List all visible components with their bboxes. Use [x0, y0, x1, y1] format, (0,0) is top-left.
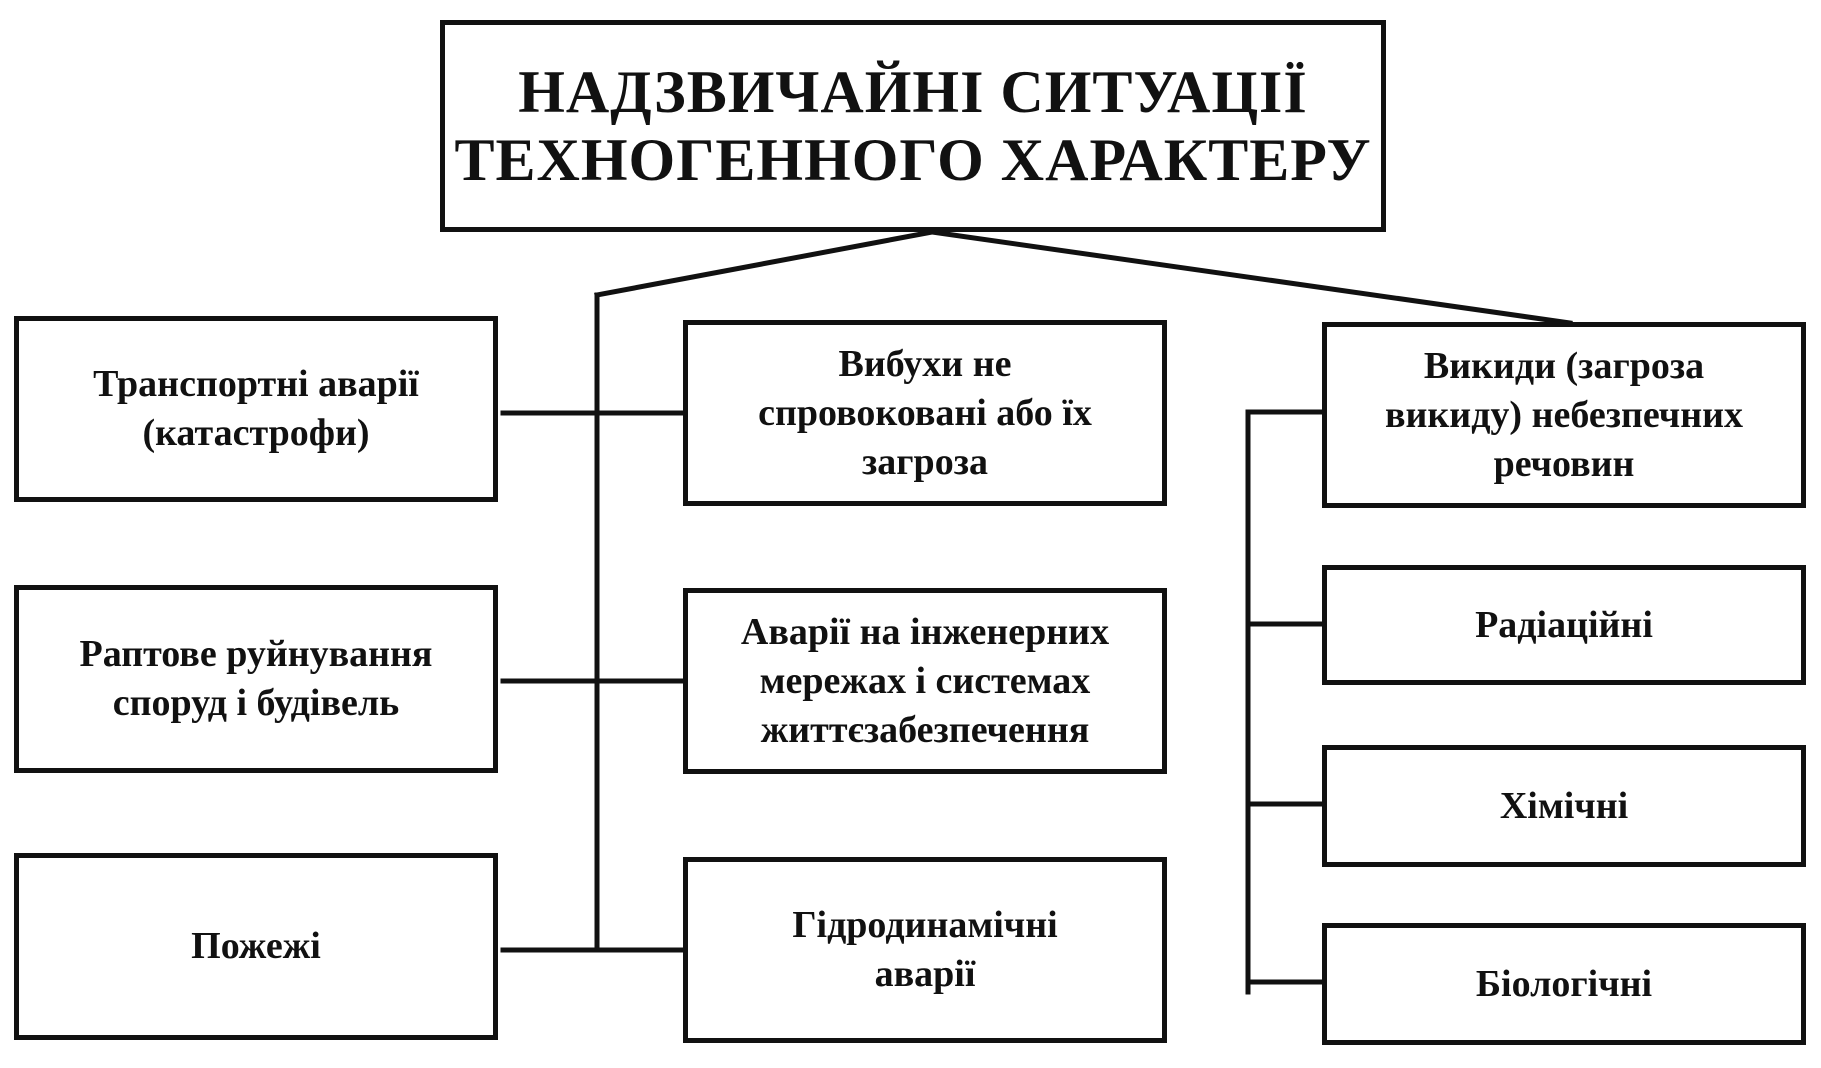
- connector-title-to-trunk: [594, 229, 935, 298]
- box-engineering-network-accidents: Аварії на інженерних мережах і системах …: [683, 588, 1167, 774]
- box-transport-accidents: Транспортні аварії (катастрофи): [14, 316, 498, 502]
- box-hydrodynamic-accidents: Гідродинамічні аварії: [683, 857, 1167, 1043]
- box-biological: Біологічні: [1322, 923, 1806, 1045]
- box-fires: Пожежі: [14, 853, 498, 1040]
- box-label-line: Викиди (загроза: [1423, 344, 1705, 387]
- box-label-line: Вибухи не: [838, 342, 1012, 385]
- box-label-line: споруд і будівель: [112, 682, 400, 724]
- box-label-line: Транспортні аварії: [93, 363, 419, 405]
- box-label-line: викиду) небезпечних: [1384, 393, 1743, 436]
- title-box: НАДЗВИЧАЙНІ СИТУАЦІЇ ТЕХНОГЕННОГО ХАРАКТ…: [440, 20, 1386, 232]
- box-label-line: Біологічні: [1475, 962, 1653, 1005]
- box-label-line: Радіаційні: [1475, 603, 1653, 646]
- box-label-line: Хімічні: [1499, 784, 1629, 827]
- box-label-line: життєзабезпечення: [760, 708, 1090, 751]
- box-label-line: (катастрофи): [142, 412, 370, 454]
- connector-title-to-right: [929, 229, 1573, 326]
- box-hazardous-emissions: Викиди (загроза викиду) небезпечних речо…: [1322, 322, 1806, 508]
- title-line-1: НАДЗВИЧАЙНІ СИТУАЦІЇ: [518, 59, 1308, 125]
- box-label-line: спровоковані або їх: [758, 391, 1092, 434]
- box-label-line: аварії: [874, 953, 976, 995]
- title-line-2: ТЕХНОГЕННОГО ХАРАКТЕРУ: [454, 127, 1372, 193]
- box-label-line: Аварії на інженерних: [740, 610, 1110, 653]
- box-label-line: Раптове руйнування: [79, 633, 433, 675]
- box-label-line: Гідродинамічні: [792, 904, 1058, 946]
- box-sudden-collapse: Раптове руйнування споруд і будівель: [14, 585, 498, 773]
- box-label-line: загроза: [862, 440, 988, 483]
- box-label-line: речовин: [1493, 442, 1635, 485]
- box-label-line: мережах і системах: [759, 659, 1091, 702]
- box-radiation: Радіаційні: [1322, 565, 1806, 685]
- box-chemical: Хімічні: [1322, 745, 1806, 867]
- box-explosions: Вибухи не спровоковані або їх загроза: [683, 320, 1167, 506]
- box-label-line: Пожежі: [191, 925, 321, 967]
